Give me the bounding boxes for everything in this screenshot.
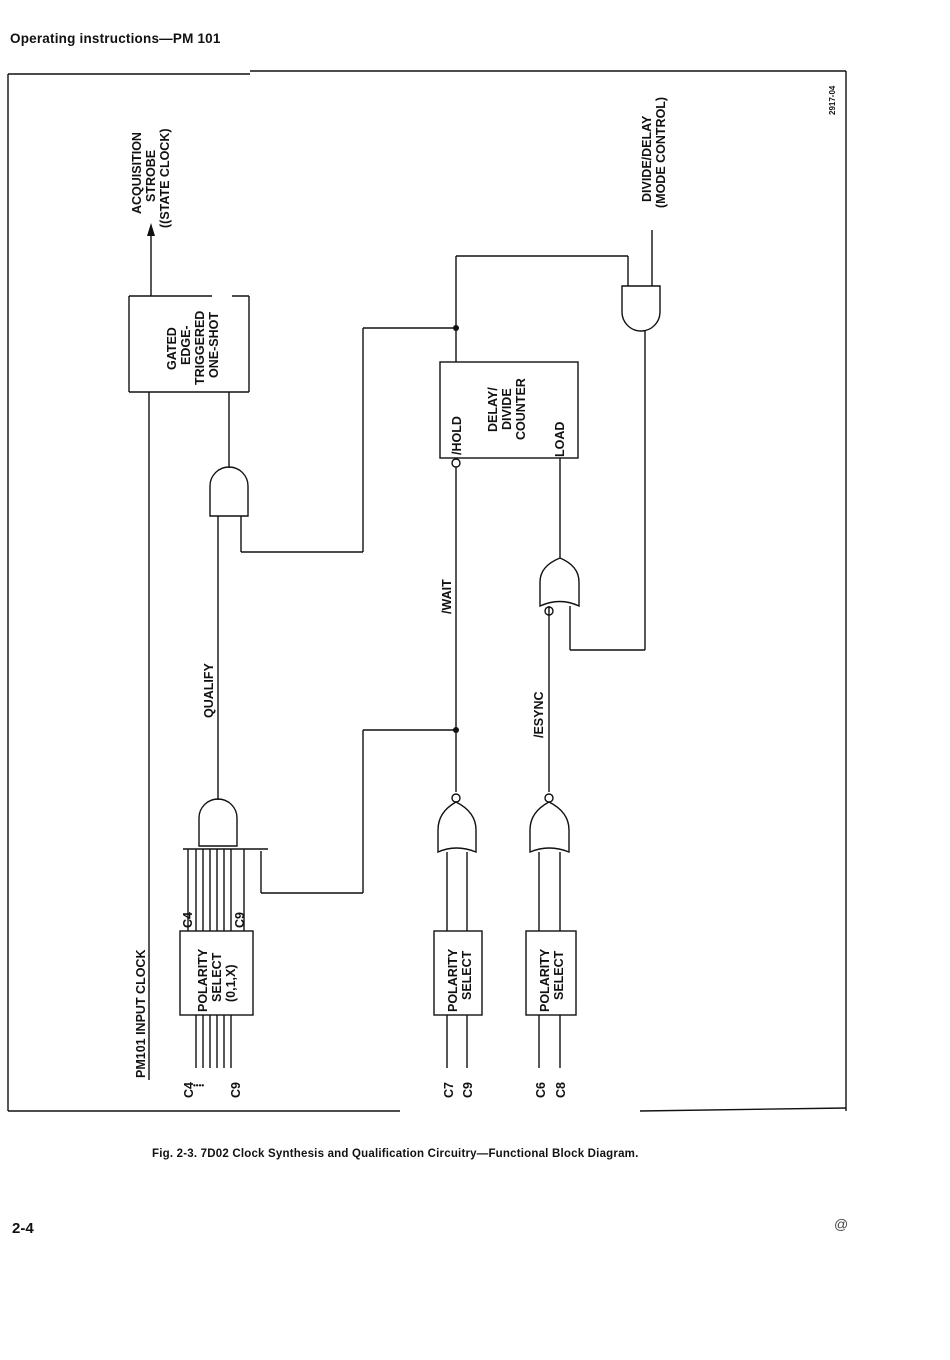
figure-caption: Fig. 2-3. 7D02 Clock Synthesis and Quali… xyxy=(152,1148,639,1160)
ps2-label-2: SELECT xyxy=(460,950,474,1000)
mode-and-gate-icon xyxy=(621,285,661,332)
one-shot-label-3: TRIGGERED xyxy=(193,311,207,385)
bus-c9-label: C9 xyxy=(229,1082,243,1098)
counter-label-1: DELAY/ xyxy=(486,387,500,432)
counter-label-2: DIVIDE xyxy=(500,388,514,430)
esync-label: /ESYNC xyxy=(532,691,546,738)
wait-label: /WAIT xyxy=(440,579,454,614)
acquisition-strobe-label: ACQUISITION STROBE ((STATE CLOCK) xyxy=(130,128,172,228)
polarity-select-1: POLARITY SELECT (0,1,X) C4 C9 xyxy=(179,849,254,1016)
strobe-arrow-icon xyxy=(147,223,155,236)
ps1-label-2: SELECT xyxy=(210,952,224,1002)
bus-c4-label: C4 xyxy=(182,1082,196,1098)
ps1-label-3: (0,1,X) xyxy=(224,964,238,1002)
ps2-label-1: POLARITY xyxy=(446,948,460,1012)
one-shot-label-1: GATED xyxy=(165,327,179,370)
one-shot-label-4: ONE-SHOT xyxy=(207,312,221,378)
svg-text:((STATE CLOCK): ((STATE CLOCK) xyxy=(158,128,172,228)
page-number: 2-4 xyxy=(12,1220,34,1237)
input-clock-label: PM101 INPUT CLOCK xyxy=(134,950,148,1079)
hold-bubble-icon xyxy=(451,458,461,468)
load-label: LOAD xyxy=(553,422,567,457)
svg-text:(MODE CONTROL): (MODE CONTROL) xyxy=(654,97,668,208)
counter-label-3: COUNTER xyxy=(514,378,528,440)
ps1-label-1: POLARITY xyxy=(196,948,210,1012)
ps1-c9-label: C9 xyxy=(233,912,247,928)
page-header: Operating instructions—PM 101 xyxy=(10,31,221,46)
mode-control-label: DIVIDE/DELAY (MODE CONTROL) xyxy=(640,97,668,208)
polarity-select-2: POLARITY SELECT xyxy=(433,930,483,1016)
bus-and-gate-icon xyxy=(198,798,238,847)
one-shot-block: GATED EDGE- TRIGGERED ONE-SHOT xyxy=(128,295,250,393)
qualify-and-gate-icon xyxy=(209,466,249,517)
qualify-label: QUALIFY xyxy=(202,662,216,718)
bus-dots: •••• xyxy=(193,1081,204,1090)
input-c9-label: C9 xyxy=(461,1082,475,1098)
diagram-frame xyxy=(7,70,847,1112)
delay-divide-counter: DELAY/ DIVIDE COUNTER /HOLD LOAD xyxy=(439,361,579,459)
input-c7-label: C7 xyxy=(442,1082,456,1098)
input-c6-label: C6 xyxy=(534,1082,548,1098)
svg-text:DIVIDE/DELAY: DIVIDE/DELAY xyxy=(640,115,654,202)
one-shot-label-2: EDGE- xyxy=(179,325,193,365)
svg-text:STROBE: STROBE xyxy=(144,150,158,202)
load-or-gate-icon xyxy=(539,557,580,608)
wait-nor-gate-icon xyxy=(437,801,477,854)
esync-nor-gate-icon xyxy=(529,801,570,854)
polarity-select-3: POLARITY SELECT xyxy=(525,930,577,1016)
ps3-label-1: POLARITY xyxy=(538,948,552,1012)
hold-label: /HOLD xyxy=(450,416,464,455)
copyright-mark: @ xyxy=(834,1216,849,1232)
svg-text:ACQUISITION: ACQUISITION xyxy=(130,132,144,214)
input-c8-label: C8 xyxy=(554,1082,568,1098)
figure-id: 2917-04 xyxy=(828,85,837,115)
ps1-c4-label: C4 xyxy=(181,912,195,928)
ps3-label-2: SELECT xyxy=(552,950,566,1000)
